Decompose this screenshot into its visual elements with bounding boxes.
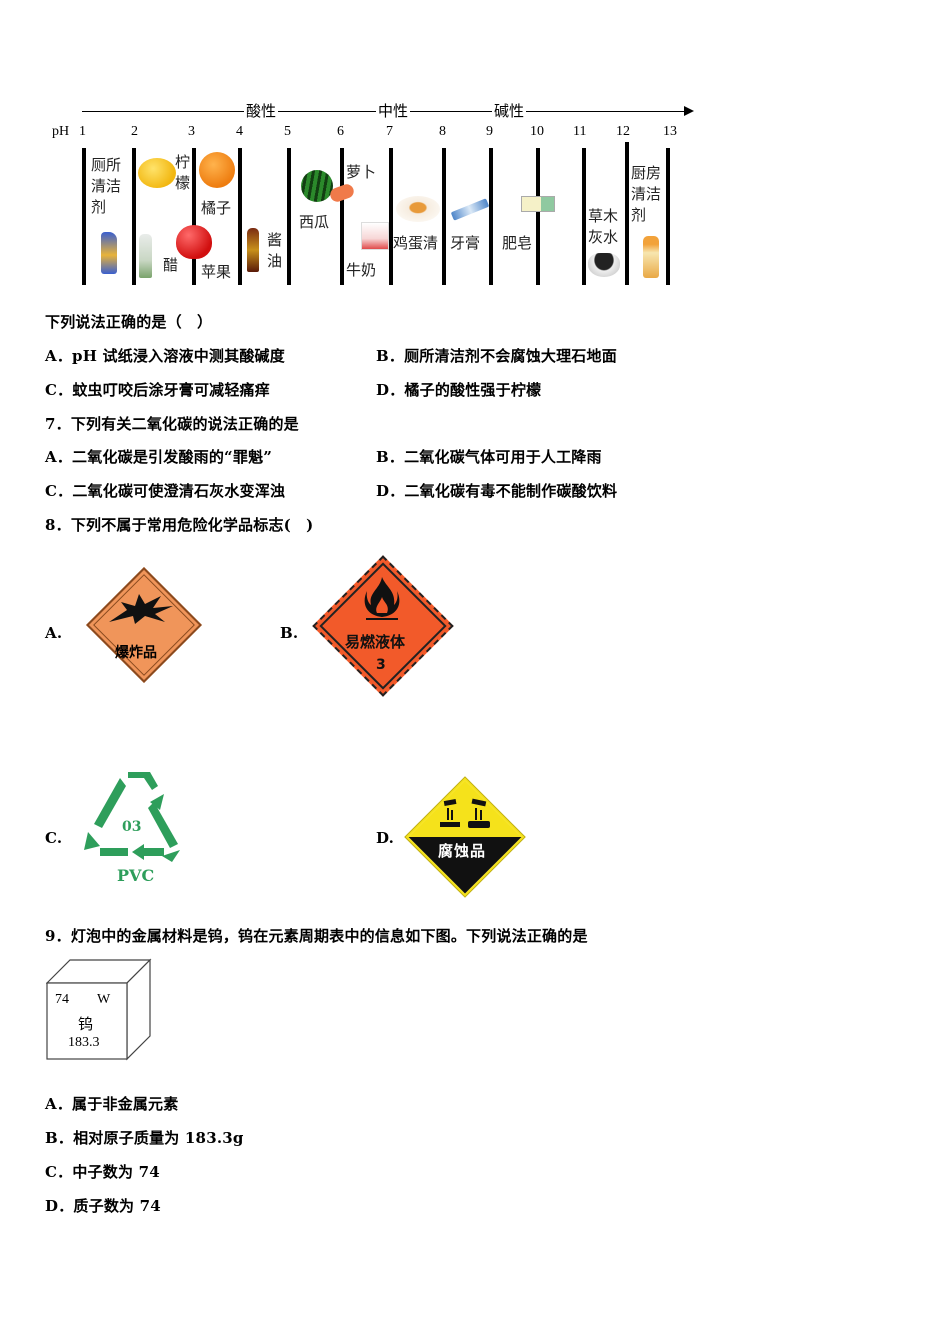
- element-symbol: W: [97, 992, 111, 1007]
- ph-tick: 1: [79, 124, 86, 139]
- ph-divider: [625, 142, 629, 285]
- ph-tick: 11: [573, 124, 587, 139]
- ph-divider: [536, 148, 540, 285]
- explosive-sign-text: 爆炸品: [115, 645, 157, 661]
- region-neutral: 中性: [376, 101, 411, 121]
- element-mass: 183.3: [68, 1035, 100, 1050]
- explosion-icon: [109, 594, 173, 624]
- ph-tick: 3: [188, 124, 195, 139]
- ph-tick: 7: [386, 124, 393, 139]
- ph-divider: [82, 148, 86, 285]
- q6-option-a[interactable]: A．pH 试纸浸入溶液中测其酸碱度: [45, 347, 285, 365]
- spray-bottle-icon: [643, 236, 659, 278]
- item-lemon: 柠 檬: [175, 153, 191, 192]
- explosive-sign[interactable]: 爆炸品: [85, 567, 202, 683]
- ph-divider: [489, 148, 493, 285]
- watermelon-icon: [301, 170, 333, 202]
- corrosive-sign[interactable]: 腐蚀品: [405, 777, 525, 897]
- ph-divider: [132, 148, 136, 285]
- q9-stem: 9．灯泡中的金属材料是钨，钨在元素周期表中的信息如下图。下列说法正确的是: [45, 927, 588, 945]
- q6-option-b[interactable]: B．厕所清洁剂不会腐蚀大理石地面: [376, 347, 617, 365]
- element-atomic-number: 74: [55, 992, 69, 1007]
- soy-sauce-bottle-icon: [247, 228, 259, 272]
- flammable-sign-number: 3: [376, 657, 386, 673]
- orange-icon: [199, 152, 235, 188]
- toilet-cleaner-bottle-icon: [101, 232, 117, 274]
- milk-carton-icon: [361, 222, 389, 250]
- pvc-sign-text: PVC: [117, 866, 155, 885]
- ph-divider: [287, 148, 291, 285]
- item-plant-ash-water: 草木 灰水: [588, 207, 619, 246]
- pvc-sign-code: 03: [122, 819, 142, 835]
- recycle-triangle-icon: [84, 772, 180, 862]
- item-kitchen-cleaner: 厨房 清洁 剂: [631, 164, 662, 224]
- pvc-recycle-sign[interactable]: 03 PVC: [80, 766, 188, 888]
- ph-axis-label: pH: [52, 124, 70, 139]
- ph-tick: 6: [337, 124, 344, 139]
- ph-tick: 5: [284, 124, 291, 139]
- ph-tick: 4: [236, 124, 243, 139]
- q8-option-c-label[interactable]: C.: [45, 829, 63, 847]
- region-acidic: 酸性: [244, 101, 279, 121]
- ph-divider: [442, 148, 446, 285]
- region-basic: 碱性: [492, 101, 527, 121]
- ph-tick: 2: [131, 124, 138, 139]
- ph-tick: 8: [439, 124, 446, 139]
- ph-divider: [192, 148, 196, 285]
- item-egg-white: 鸡蛋清: [393, 234, 439, 252]
- q6-option-d[interactable]: D．橘子的酸性强于柠檬: [376, 381, 542, 399]
- q7-option-c[interactable]: C．二氧化碳可使澄清石灰水变浑浊: [45, 482, 286, 500]
- ph-divider: [389, 148, 393, 285]
- ph-tick: 9: [486, 124, 493, 139]
- q9-option-c[interactable]: C．中子数为 74: [45, 1163, 160, 1181]
- item-soy-sauce: 酱 油: [267, 231, 283, 270]
- ph-divider: [582, 148, 586, 285]
- item-soap: 肥皂: [502, 234, 533, 252]
- soap-icon: [521, 196, 555, 212]
- ph-tick: 13: [663, 124, 677, 139]
- corrosive-sign-diamond: [405, 777, 525, 897]
- q9-option-d[interactable]: D．质子数为 74: [45, 1197, 161, 1215]
- item-toothpaste: 牙膏: [450, 234, 481, 252]
- tungsten-element-cube: 74 W 钨 183.3: [46, 958, 154, 1064]
- q8-option-a-label[interactable]: A.: [45, 624, 63, 642]
- cube-outline: [46, 958, 152, 1061]
- item-radish: 萝卜: [346, 163, 377, 181]
- item-toilet-cleaner: 厕所 清洁 剂: [91, 156, 122, 216]
- q7-stem: 7．下列有关二氧化碳的说法正确的是: [45, 415, 299, 433]
- corrosion-icon: [440, 798, 490, 828]
- q7-option-b[interactable]: B．二氧化碳气体可用于人工降雨: [376, 448, 602, 466]
- q6-stem: 下列说法正确的是（ ）: [45, 313, 213, 331]
- apple-icon: [176, 225, 212, 259]
- item-milk: 牛奶: [346, 261, 377, 279]
- item-apple: 苹果: [201, 263, 232, 281]
- item-watermelon: 西瓜: [299, 213, 330, 231]
- ph-axis-arrow-icon: [684, 106, 694, 116]
- lemon-icon: [138, 158, 176, 188]
- q8-option-b-label[interactable]: B.: [280, 624, 299, 642]
- corrosive-sign-text: 腐蚀品: [438, 842, 487, 860]
- item-vinegar: 醋: [163, 256, 179, 274]
- q7-option-a[interactable]: A．二氧化碳是引发酸雨的“罪魁”: [45, 448, 273, 466]
- flame-icon: [364, 577, 400, 620]
- q7-option-d[interactable]: D．二氧化碳有毒不能制作碳酸饮料: [376, 482, 618, 500]
- q8-stem: 8．下列不属于常用危险化学品标志( ): [45, 516, 314, 534]
- ph-tick: 10: [530, 124, 544, 139]
- element-name: 钨: [78, 1015, 94, 1033]
- q6-option-c[interactable]: C．蚊虫叮咬后涂牙膏可减轻痛痒: [45, 381, 270, 399]
- ph-divider: [238, 148, 242, 285]
- egg-white-icon: [396, 196, 440, 222]
- q8-option-d-label[interactable]: D.: [376, 829, 395, 847]
- ph-divider: [666, 148, 670, 285]
- flammable-liquid-sign[interactable]: 易燃液体 3: [312, 555, 454, 697]
- ph-divider: [340, 148, 344, 285]
- flammable-sign-text: 易燃液体: [345, 633, 406, 651]
- q9-option-b[interactable]: B．相对原子质量为 183.3g: [45, 1129, 244, 1147]
- ph-tick: 12: [616, 124, 630, 139]
- item-orange: 橘子: [201, 199, 232, 217]
- vinegar-bottle-icon: [139, 234, 152, 278]
- ash-water-bowl-icon: [588, 253, 620, 277]
- q9-option-a[interactable]: A．属于非金属元素: [45, 1095, 179, 1113]
